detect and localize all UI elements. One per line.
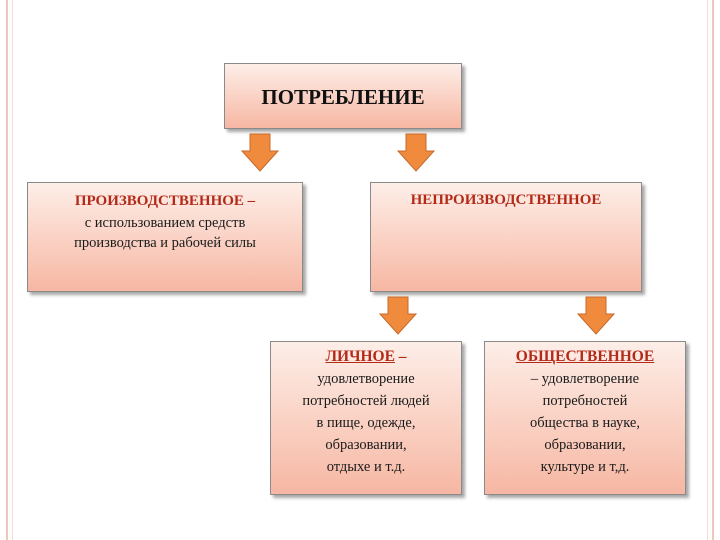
arrow-nonproductive-to-personal-icon: [378, 296, 418, 335]
personal-line-1: удовлетворение: [317, 371, 415, 387]
public-line-4: образовании,: [544, 437, 626, 453]
personal-dash: –: [394, 348, 407, 365]
public-heading: ОБЩЕСТВЕННОЕ: [515, 348, 655, 365]
personal-line-2: потребностей людей: [302, 393, 430, 409]
arrow-root-to-nonproductive-icon: [396, 133, 436, 172]
public-line-1: – удовлетворение: [530, 371, 640, 387]
productive-heading: ПРОИЗВОДСТВЕННОЕ: [74, 193, 244, 209]
root-node: ПОТРЕБЛЕНИЕ: [224, 63, 462, 129]
productive-line-2: производства и рабочей силы: [74, 235, 256, 251]
arrow-root-to-productive-icon: [240, 133, 280, 172]
personal-node: ЛИЧНОЕ – удовлетворение потребностей люд…: [270, 341, 462, 495]
productive-node: ПРОИЗВОДСТВЕННОЕ – с использованием сред…: [27, 182, 303, 292]
nonproductive-heading: НЕПРОИЗВОДСТВЕННОЕ: [410, 192, 602, 208]
root-label: ПОТРЕБЛЕНИЕ: [261, 85, 425, 109]
arrow-nonproductive-to-public-icon: [576, 296, 616, 335]
slide-frame-inner: [12, 0, 708, 540]
productive-line-1: с использованием средств: [84, 215, 246, 231]
slide-frame-outer: [6, 0, 714, 540]
public-line-2: потребностей: [542, 393, 628, 409]
public-node: ОБЩЕСТВЕННОЕ – удовлетворение потребност…: [484, 341, 686, 495]
productive-dash: –: [243, 193, 256, 209]
personal-line-4: образовании,: [325, 437, 407, 453]
public-line-3: общества в науке,: [529, 415, 640, 431]
nonproductive-node: НЕПРОИЗВОДСТВЕННОЕ: [370, 182, 642, 292]
personal-line-5: отдыхе и т.д.: [326, 459, 406, 475]
personal-heading: ЛИЧНОЕ: [325, 348, 395, 365]
public-line-5: культуре и т,д.: [540, 459, 630, 475]
personal-line-3: в пище, одежде,: [316, 415, 416, 431]
